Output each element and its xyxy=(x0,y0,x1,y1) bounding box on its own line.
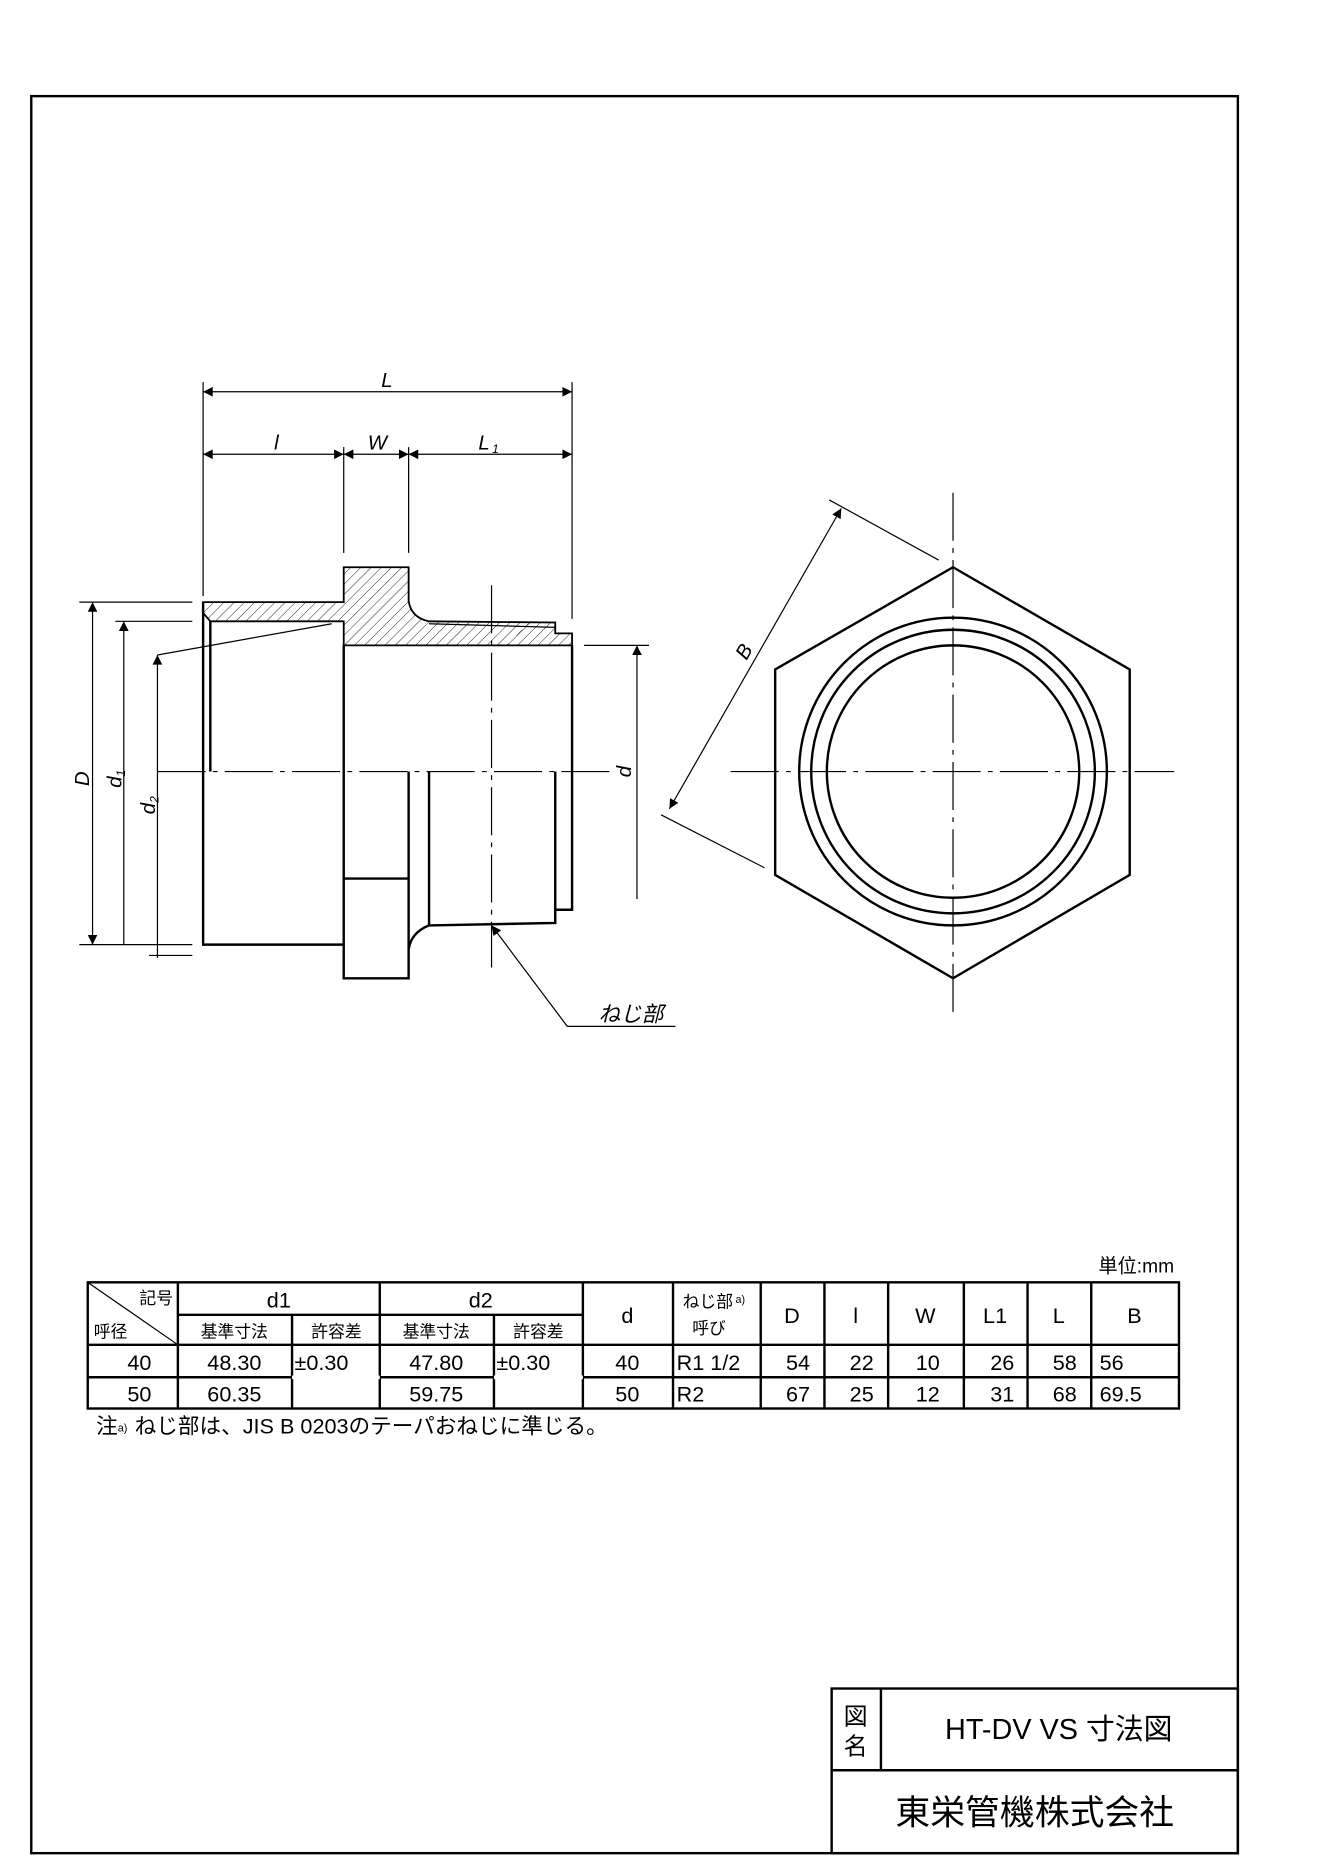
label-d: d xyxy=(614,765,636,777)
svg-text:50: 50 xyxy=(127,1381,151,1406)
header-d1-tol: 許容差 xyxy=(311,1323,361,1342)
header-d2-tol: 許容差 xyxy=(513,1323,563,1342)
svg-text:56: 56 xyxy=(1100,1350,1124,1375)
svg-text:R1 1/2: R1 1/2 xyxy=(677,1350,741,1375)
corner-diagonal xyxy=(87,1281,179,1346)
dimension-table: 単位:mm 記号 呼径 d1 d2 基準寸法 許容差 基準寸法 許容差 d ねじ… xyxy=(86,1256,1181,1439)
table-row: 40 48.30 ±0.30 47.80 ±0.30 40 R1 1/2 54 … xyxy=(127,1350,1123,1375)
svg-text:50: 50 xyxy=(615,1381,639,1406)
svg-text:48.30: 48.30 xyxy=(207,1350,261,1375)
title-label-1: 図 xyxy=(844,1704,868,1731)
svg-text:54: 54 xyxy=(786,1350,810,1375)
svg-text:69.5: 69.5 xyxy=(1100,1381,1142,1406)
svg-text:31: 31 xyxy=(990,1381,1014,1406)
label-B: B xyxy=(732,641,758,664)
dim-line-B xyxy=(668,508,842,810)
header-B: B xyxy=(1127,1303,1141,1328)
table-note: 注a)ねじ部は、JIS B 0203のテーパおねじに準じる。 xyxy=(96,1414,608,1439)
svg-text:22: 22 xyxy=(850,1350,874,1375)
fitting-outline xyxy=(201,602,574,980)
header-D: D xyxy=(784,1303,800,1328)
svg-text:67: 67 xyxy=(786,1381,810,1406)
header-d1: d1 xyxy=(267,1288,291,1313)
label-D: D xyxy=(72,771,94,786)
label-d1: d1 xyxy=(104,770,128,788)
svg-text:12: 12 xyxy=(916,1381,940,1406)
svg-text:68: 68 xyxy=(1053,1381,1077,1406)
hex-end-view: B xyxy=(660,492,1175,1020)
title-label-2: 名 xyxy=(844,1734,868,1761)
unit-label: 単位:mm xyxy=(1098,1256,1174,1278)
header-symbol: 記号 xyxy=(139,1289,173,1308)
header-d2-basic: 基準寸法 xyxy=(403,1323,470,1342)
svg-text:10: 10 xyxy=(916,1350,940,1375)
svg-text:±0.30: ±0.30 xyxy=(294,1350,348,1375)
section-hatch xyxy=(202,566,573,647)
d2-leader xyxy=(157,623,332,656)
svg-text:60.35: 60.35 xyxy=(207,1381,261,1406)
label-L: L xyxy=(381,370,392,392)
drawing-name: HT-DV VS 寸法図 xyxy=(945,1714,1172,1746)
header-L1: L1 xyxy=(983,1303,1007,1328)
label-W: W xyxy=(368,432,389,454)
thread-leader xyxy=(492,925,676,1027)
header-L: L xyxy=(1053,1303,1065,1328)
thread-outline xyxy=(427,771,557,926)
header-l: l xyxy=(853,1303,858,1328)
company-name: 東栄管機株式会社 xyxy=(895,1793,1174,1832)
header-W: W xyxy=(915,1303,936,1328)
header-d2: d2 xyxy=(469,1288,493,1313)
svg-text:58: 58 xyxy=(1053,1350,1077,1375)
svg-text:47.80: 47.80 xyxy=(409,1350,463,1375)
svg-text:25: 25 xyxy=(850,1381,874,1406)
svg-text:±0.30: ±0.30 xyxy=(496,1350,550,1375)
header-size: 呼径 xyxy=(94,1323,128,1342)
svg-text:26: 26 xyxy=(990,1350,1014,1375)
header-d1-basic: 基準寸法 xyxy=(201,1323,268,1342)
label-d2: d2 xyxy=(138,796,162,814)
table-row: 50 60.35 59.75 50 R2 67 25 12 31 68 69.5 xyxy=(127,1381,1141,1406)
thread-label: ねじ部 xyxy=(599,1002,667,1027)
svg-text:R2: R2 xyxy=(677,1381,705,1406)
svg-text:40: 40 xyxy=(127,1350,151,1375)
title-block: 図 名 HT-DV VS 寸法図 東栄管機株式会社 xyxy=(830,1687,1240,1855)
label-l: l xyxy=(274,432,279,454)
header-d: d xyxy=(621,1303,633,1328)
sheet-border xyxy=(30,94,1240,1855)
svg-text:40: 40 xyxy=(615,1350,639,1375)
svg-text:59.75: 59.75 xyxy=(409,1381,463,1406)
header-thread-call: 呼び xyxy=(692,1319,726,1338)
